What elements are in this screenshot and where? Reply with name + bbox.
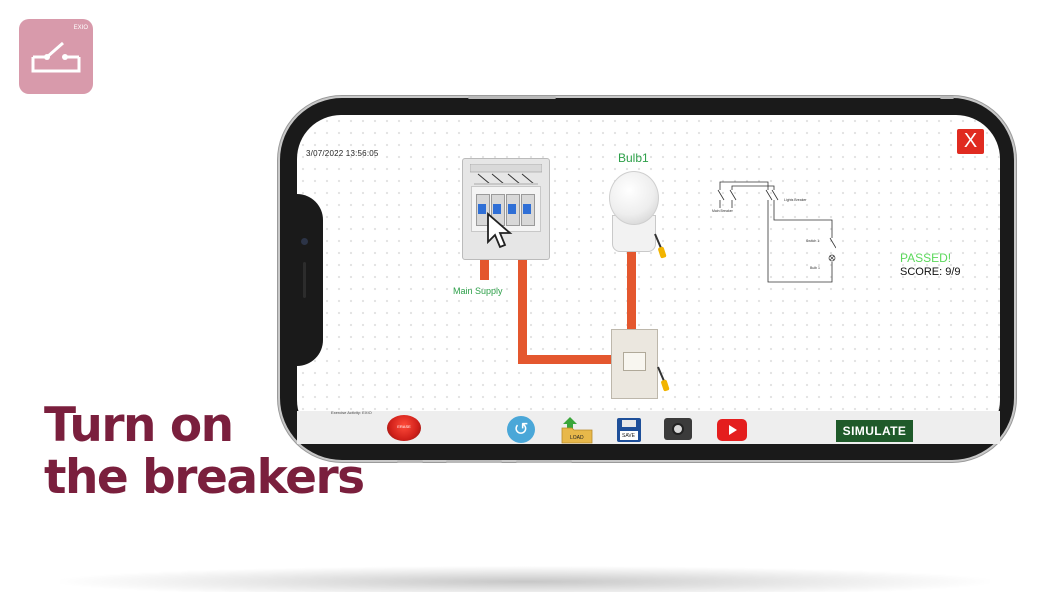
phone-notch	[281, 194, 323, 366]
close-button[interactable]: X	[957, 129, 984, 154]
bulb-label: Bulb1	[618, 151, 649, 165]
breaker-lever	[478, 204, 486, 214]
headline-line-2: the breakers	[44, 450, 365, 505]
sensor-slit	[303, 262, 306, 298]
phone-side-button	[940, 96, 954, 99]
diagram-main-breaker-label: Main Breaker	[712, 209, 733, 213]
load-button[interactable]: LOAD	[560, 415, 594, 444]
save-label: SAVE	[622, 433, 635, 439]
timestamp: 3/07/2022 13:56:05	[306, 149, 379, 158]
light-bulb[interactable]	[609, 171, 659, 225]
mouse-cursor-icon	[487, 212, 513, 249]
youtube-icon[interactable]	[717, 419, 747, 441]
emergency-stop-icon[interactable]	[387, 415, 421, 441]
breaker-lever	[493, 204, 501, 214]
phone-side-button	[468, 96, 556, 99]
headline: Turn on the breakers	[44, 400, 384, 504]
floor-shadow	[60, 566, 990, 592]
breaker-wiring	[470, 164, 542, 185]
diagram-lights-breaker-label: Lights Breaker	[784, 198, 807, 202]
load-label: LOAD	[570, 435, 584, 441]
app-logo: EXIO	[19, 19, 93, 94]
conduit-bulb	[627, 250, 636, 332]
phone-side-button	[516, 460, 572, 463]
phone-side-button	[446, 460, 502, 463]
breaker-lever	[523, 204, 531, 214]
exercise-label: Exercise Activity: EXIO	[331, 410, 372, 415]
stop-button-label: ERASE	[397, 424, 411, 429]
switch-rocker[interactable]	[623, 352, 646, 371]
save-disk-icon[interactable]: SAVE	[617, 418, 641, 442]
camera-icon[interactable]	[664, 418, 692, 440]
supply-wire	[480, 258, 489, 280]
diagram-bulb-label: Bulb 1	[810, 266, 820, 270]
circuit-diagram: Main Breaker Lights Breaker Switch 1 Bul…	[710, 178, 836, 286]
score-text: SCORE: 9/9	[900, 266, 961, 278]
undo-icon[interactable]: ↺	[507, 416, 535, 443]
breaker-lever	[508, 204, 516, 214]
screwdriver-icon	[657, 366, 670, 392]
conduit-vertical	[518, 250, 527, 360]
circuit-switch-icon	[31, 41, 81, 73]
phone-side-button	[397, 460, 423, 463]
conduit-horizontal	[518, 355, 616, 364]
headline-line-1: Turn on	[44, 398, 234, 453]
diagram-switch-label: Switch 1	[806, 239, 820, 243]
simulate-button[interactable]: SIMULATE	[836, 420, 913, 442]
front-camera	[301, 238, 308, 245]
result-status: PASSED!	[900, 251, 952, 265]
logo-tag: EXIO	[73, 25, 88, 31]
load-folder-icon	[561, 417, 593, 444]
screwdriver-icon	[654, 233, 667, 259]
main-supply-label: Main Supply	[453, 286, 503, 296]
